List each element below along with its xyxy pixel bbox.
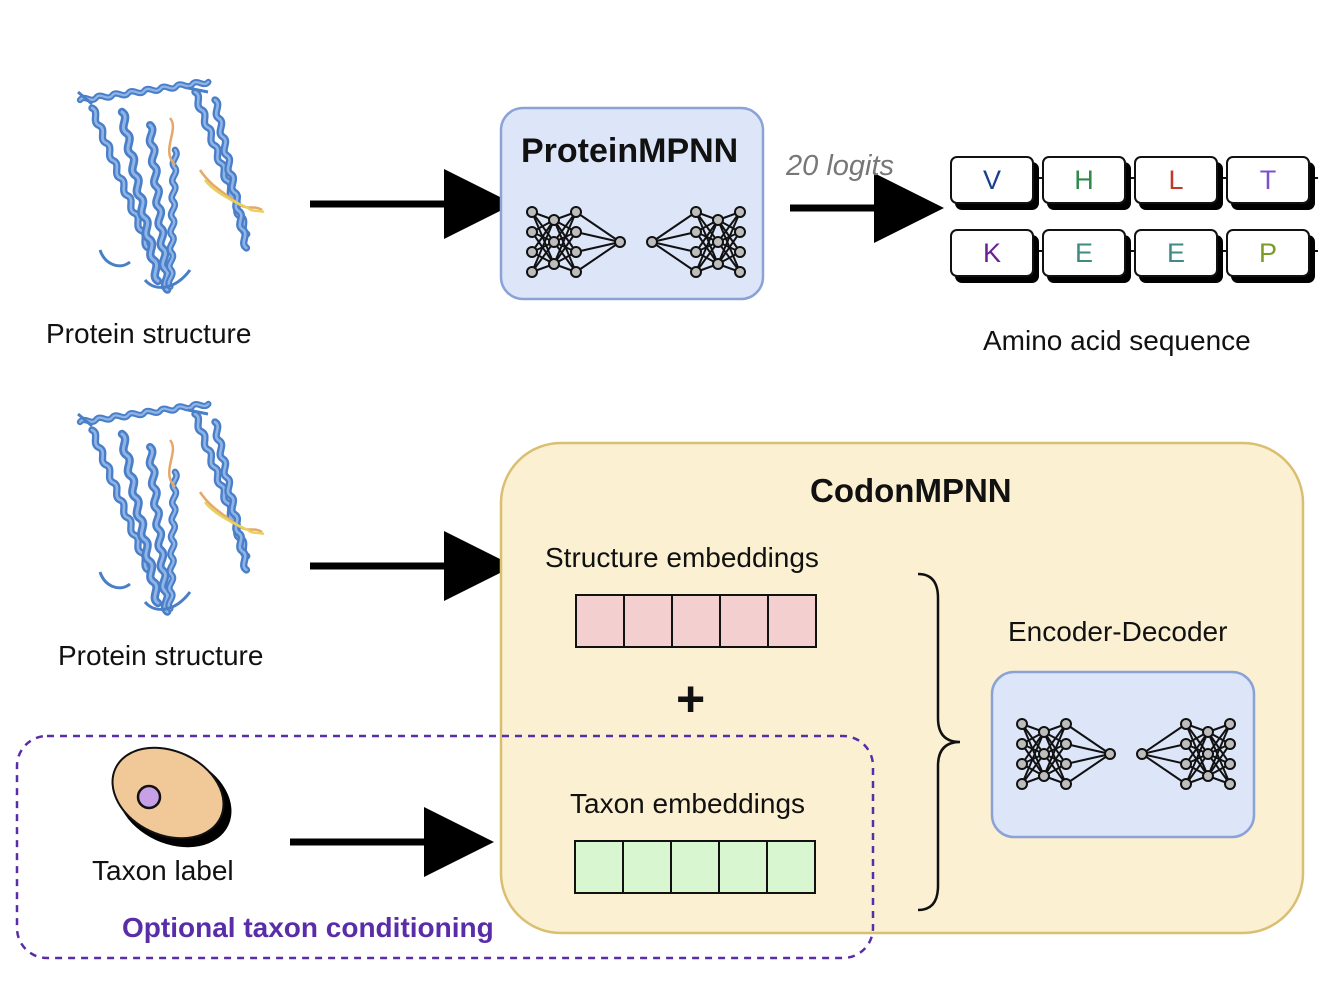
amino-acid-token: T	[1226, 156, 1310, 204]
structure-embedding-cell	[673, 596, 721, 646]
taxon-embedding-cell	[624, 842, 672, 892]
taxon-cell-icon	[111, 746, 232, 848]
taxon-embeddings-bar	[574, 840, 816, 894]
amino-acid-token: V	[950, 156, 1034, 204]
protein-structure-image-top	[78, 80, 264, 289]
encoder-decoder-box	[990, 670, 1256, 839]
proteinmpnn-title: ProteinMPNN	[521, 132, 739, 170]
curly-brace	[917, 572, 961, 912]
structure-embedding-cell	[577, 596, 625, 646]
taxon-embedding-cell	[720, 842, 768, 892]
structure-embeddings-label: Structure embeddings	[545, 542, 819, 573]
protein-structure-label-top: Protein structure	[46, 318, 252, 349]
taxon-label: Taxon label	[92, 855, 234, 886]
taxon-embedding-cell	[672, 842, 720, 892]
amino-acid-token: K	[950, 229, 1034, 277]
amino-acid-token: L	[1134, 156, 1218, 204]
amino-acid-token: E	[1134, 229, 1218, 277]
encoder-decoder-label: Encoder-Decoder	[1008, 616, 1228, 647]
optional-taxon-region	[15, 734, 875, 960]
structure-embedding-cell	[769, 596, 815, 646]
structure-embedding-cell	[721, 596, 769, 646]
structure-embedding-cell	[625, 596, 673, 646]
codonmpnn-title: CodonMPNN	[810, 472, 1012, 509]
taxon-embedding-cell	[576, 842, 624, 892]
taxon-embedding-cell	[768, 842, 814, 892]
protein-structure-label-bottom: Protein structure	[58, 640, 264, 671]
amino-acid-sequence-label: Amino acid sequence	[983, 325, 1251, 356]
structure-embeddings-bar	[575, 594, 817, 648]
amino-acid-token: E	[1042, 229, 1126, 277]
taxon-nucleus	[136, 784, 162, 810]
amino-acid-token: P	[1226, 229, 1310, 277]
plus-symbol: +	[676, 671, 706, 727]
logits-label: 20 logits	[786, 150, 895, 182]
protein-structure-image-bottom	[78, 402, 264, 611]
taxon-embeddings-label: Taxon embeddings	[570, 788, 806, 819]
optional-taxon-conditioning-label: Optional taxon conditioning	[122, 912, 494, 943]
amino-acid-token: H	[1042, 156, 1126, 204]
